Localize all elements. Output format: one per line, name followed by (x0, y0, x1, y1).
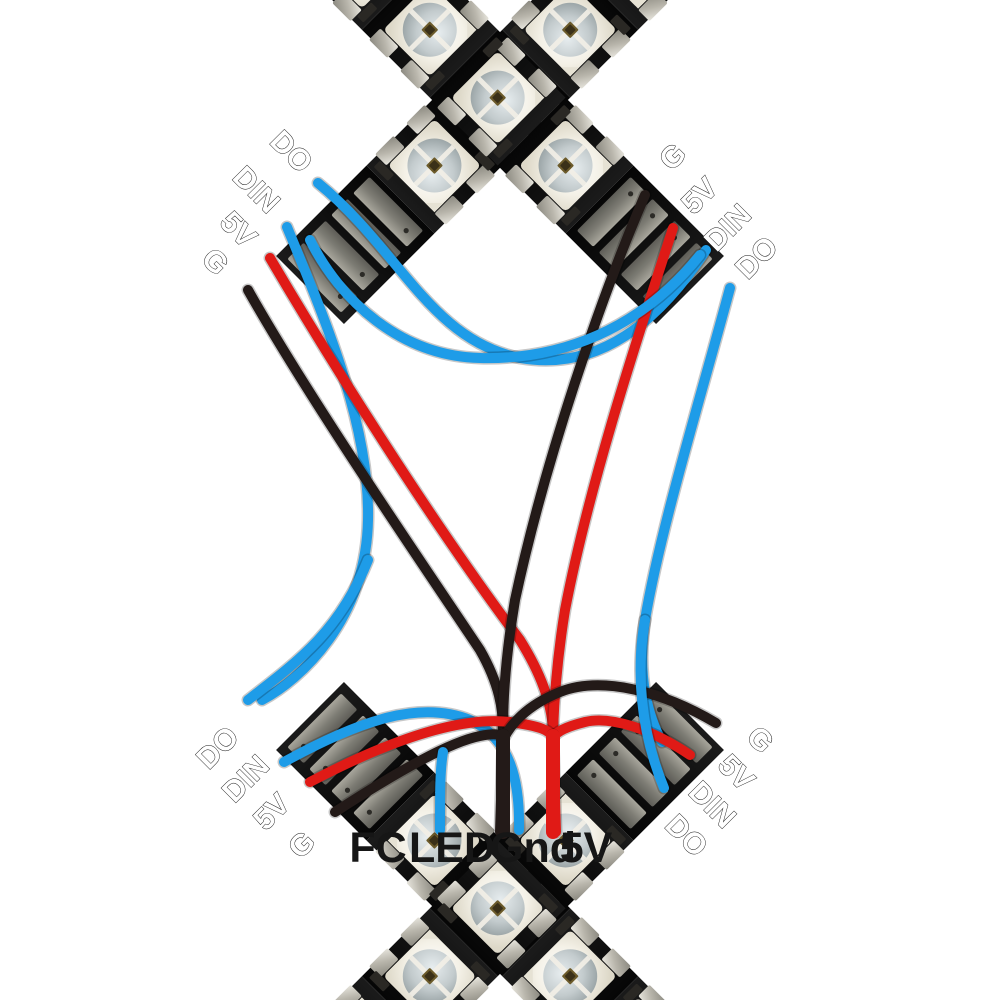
wire-top-left-5v-to-bundle (265, 253, 558, 735)
wire-top-right-din-to-bottom-left-do (305, 235, 705, 364)
caption-label-gnd: Gnd (490, 824, 576, 872)
wire-bottom-left-5v-to-bundle (305, 716, 558, 787)
wire-layer (241, 176, 737, 839)
wire-bottom-right-din-to-upper (635, 615, 669, 793)
wire-top-left-din-to-bottom (257, 222, 374, 705)
caption-label-v5: 5V (560, 824, 613, 872)
caption-label-led: LED (409, 824, 495, 872)
wire-bottom-right-gnd-to-bundle (499, 680, 721, 743)
wire-top-right-do-to-bottom (637, 283, 735, 747)
wire-top-right-gnd-to-bundle (498, 190, 650, 735)
caption-label-fc: FC (349, 824, 406, 872)
wire-output-fc (435, 747, 448, 835)
wire-bottom-left-do-upper (243, 555, 373, 705)
wire-bottom-left-din-to-bottom-out (279, 707, 525, 835)
